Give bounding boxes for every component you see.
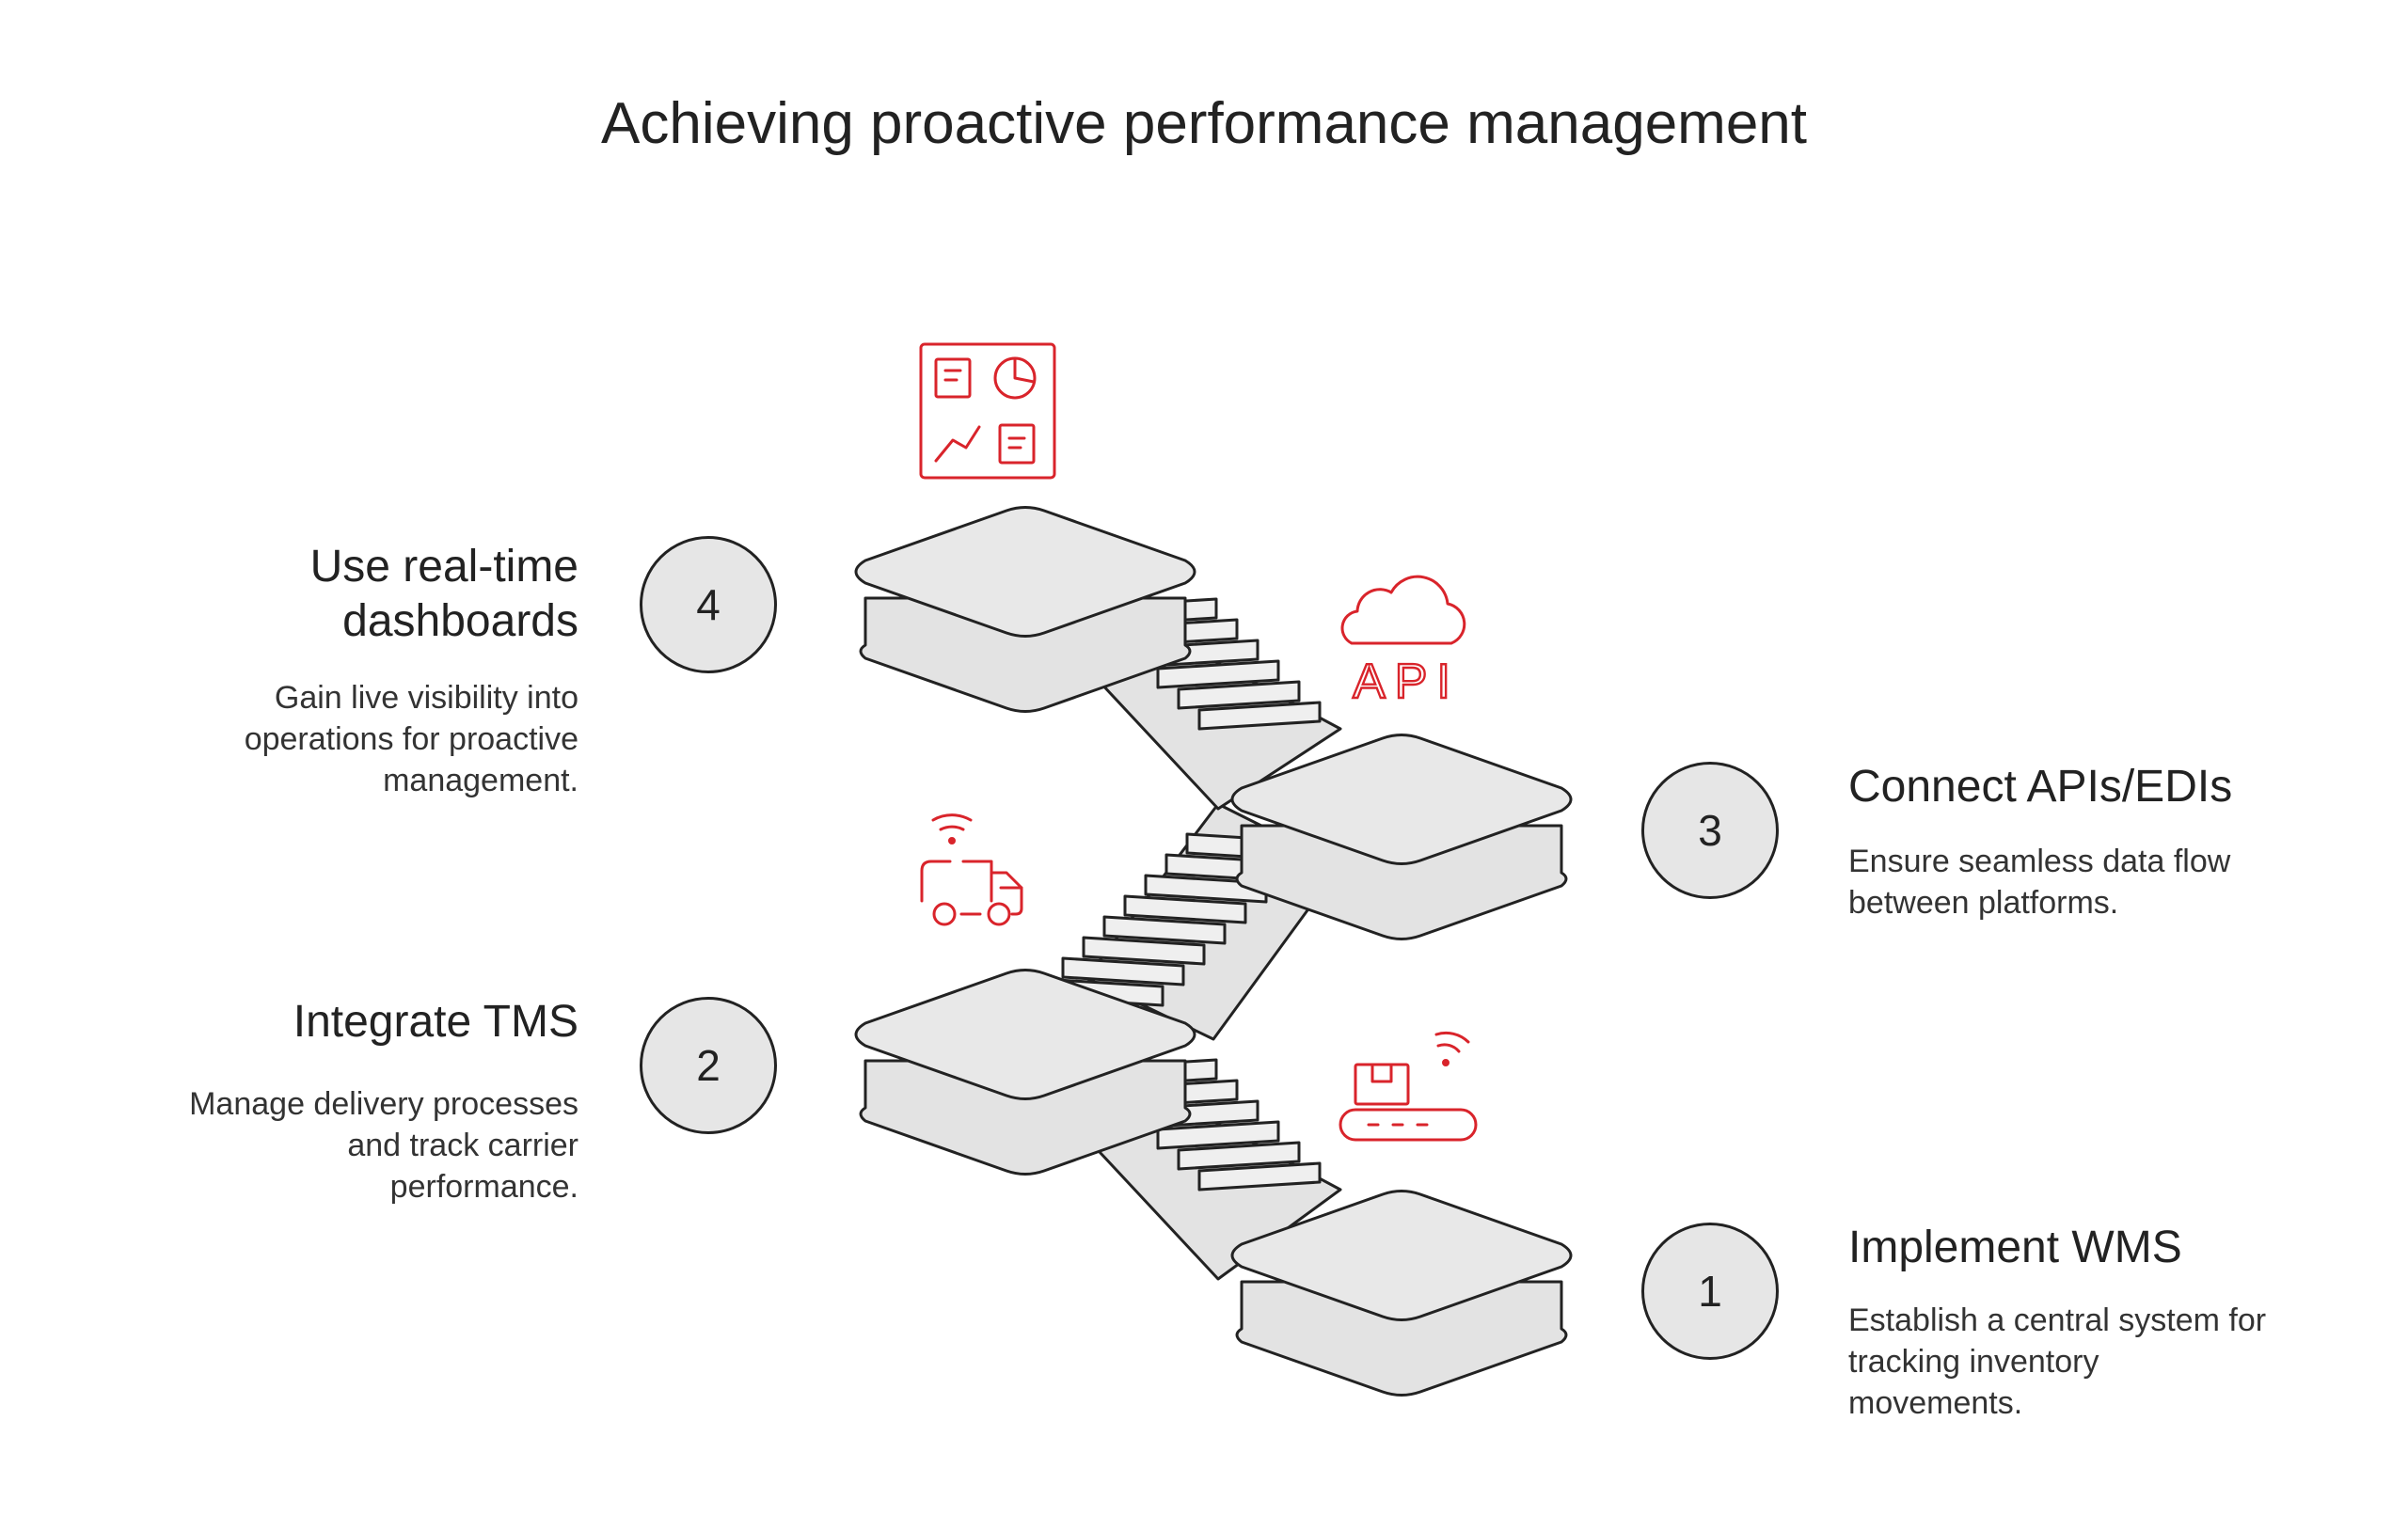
flight-b-step	[1061, 956, 1185, 986]
flight-c-step	[1156, 659, 1280, 689]
cloud-api-label: API	[1353, 655, 1460, 703]
step-2-heading: Integrate TMS	[293, 997, 578, 1047]
page-title: Achieving proactive performance manageme…	[600, 91, 1808, 156]
step-3-heading: Connect APIs/EDIs	[1848, 762, 2233, 812]
step-3-description: Ensure seamless data flow between platfo…	[1848, 844, 2231, 921]
step-2-text: Integrate TMS Manage delivery processes …	[174, 995, 578, 1207]
step-3-number: 3	[1641, 762, 1779, 899]
step-1-text: Implement WMS Establish a central system…	[1848, 1221, 2281, 1424]
cloud-api-icon: API	[1340, 575, 1466, 703]
flight-b-step	[1123, 894, 1247, 924]
step-4-text: Use real-time dashboards Gain live visib…	[174, 540, 578, 801]
flight-a-step	[1156, 1120, 1280, 1150]
flight-c-step	[1177, 680, 1301, 710]
flight-b-step	[1102, 915, 1227, 945]
flight-c-step	[1197, 701, 1322, 731]
step-3-text: Connect APIs/EDIs Ensure seamless data f…	[1848, 760, 2281, 923]
flight-a-step	[1197, 1161, 1322, 1192]
step-1-number: 1	[1641, 1223, 1779, 1360]
step-1-description: Establish a central system for tracking …	[1848, 1302, 2267, 1421]
step-4-heading: Use real-time dashboards	[309, 542, 578, 646]
step-4-description: Gain live visibility into operations for…	[244, 680, 578, 798]
dashboard-widgets-icon	[919, 342, 1056, 480]
step-4-number: 4	[640, 536, 777, 673]
conveyor-box-wifi-icon	[1339, 1031, 1478, 1142]
flight-b-step	[1082, 936, 1206, 966]
delivery-truck-wifi-icon	[920, 813, 1023, 926]
step-2-number: 2	[640, 997, 777, 1134]
flight-a-step	[1177, 1141, 1301, 1171]
step-2-description: Manage delivery processes and track carr…	[189, 1086, 578, 1205]
step-1-heading: Implement WMS	[1848, 1223, 2182, 1272]
